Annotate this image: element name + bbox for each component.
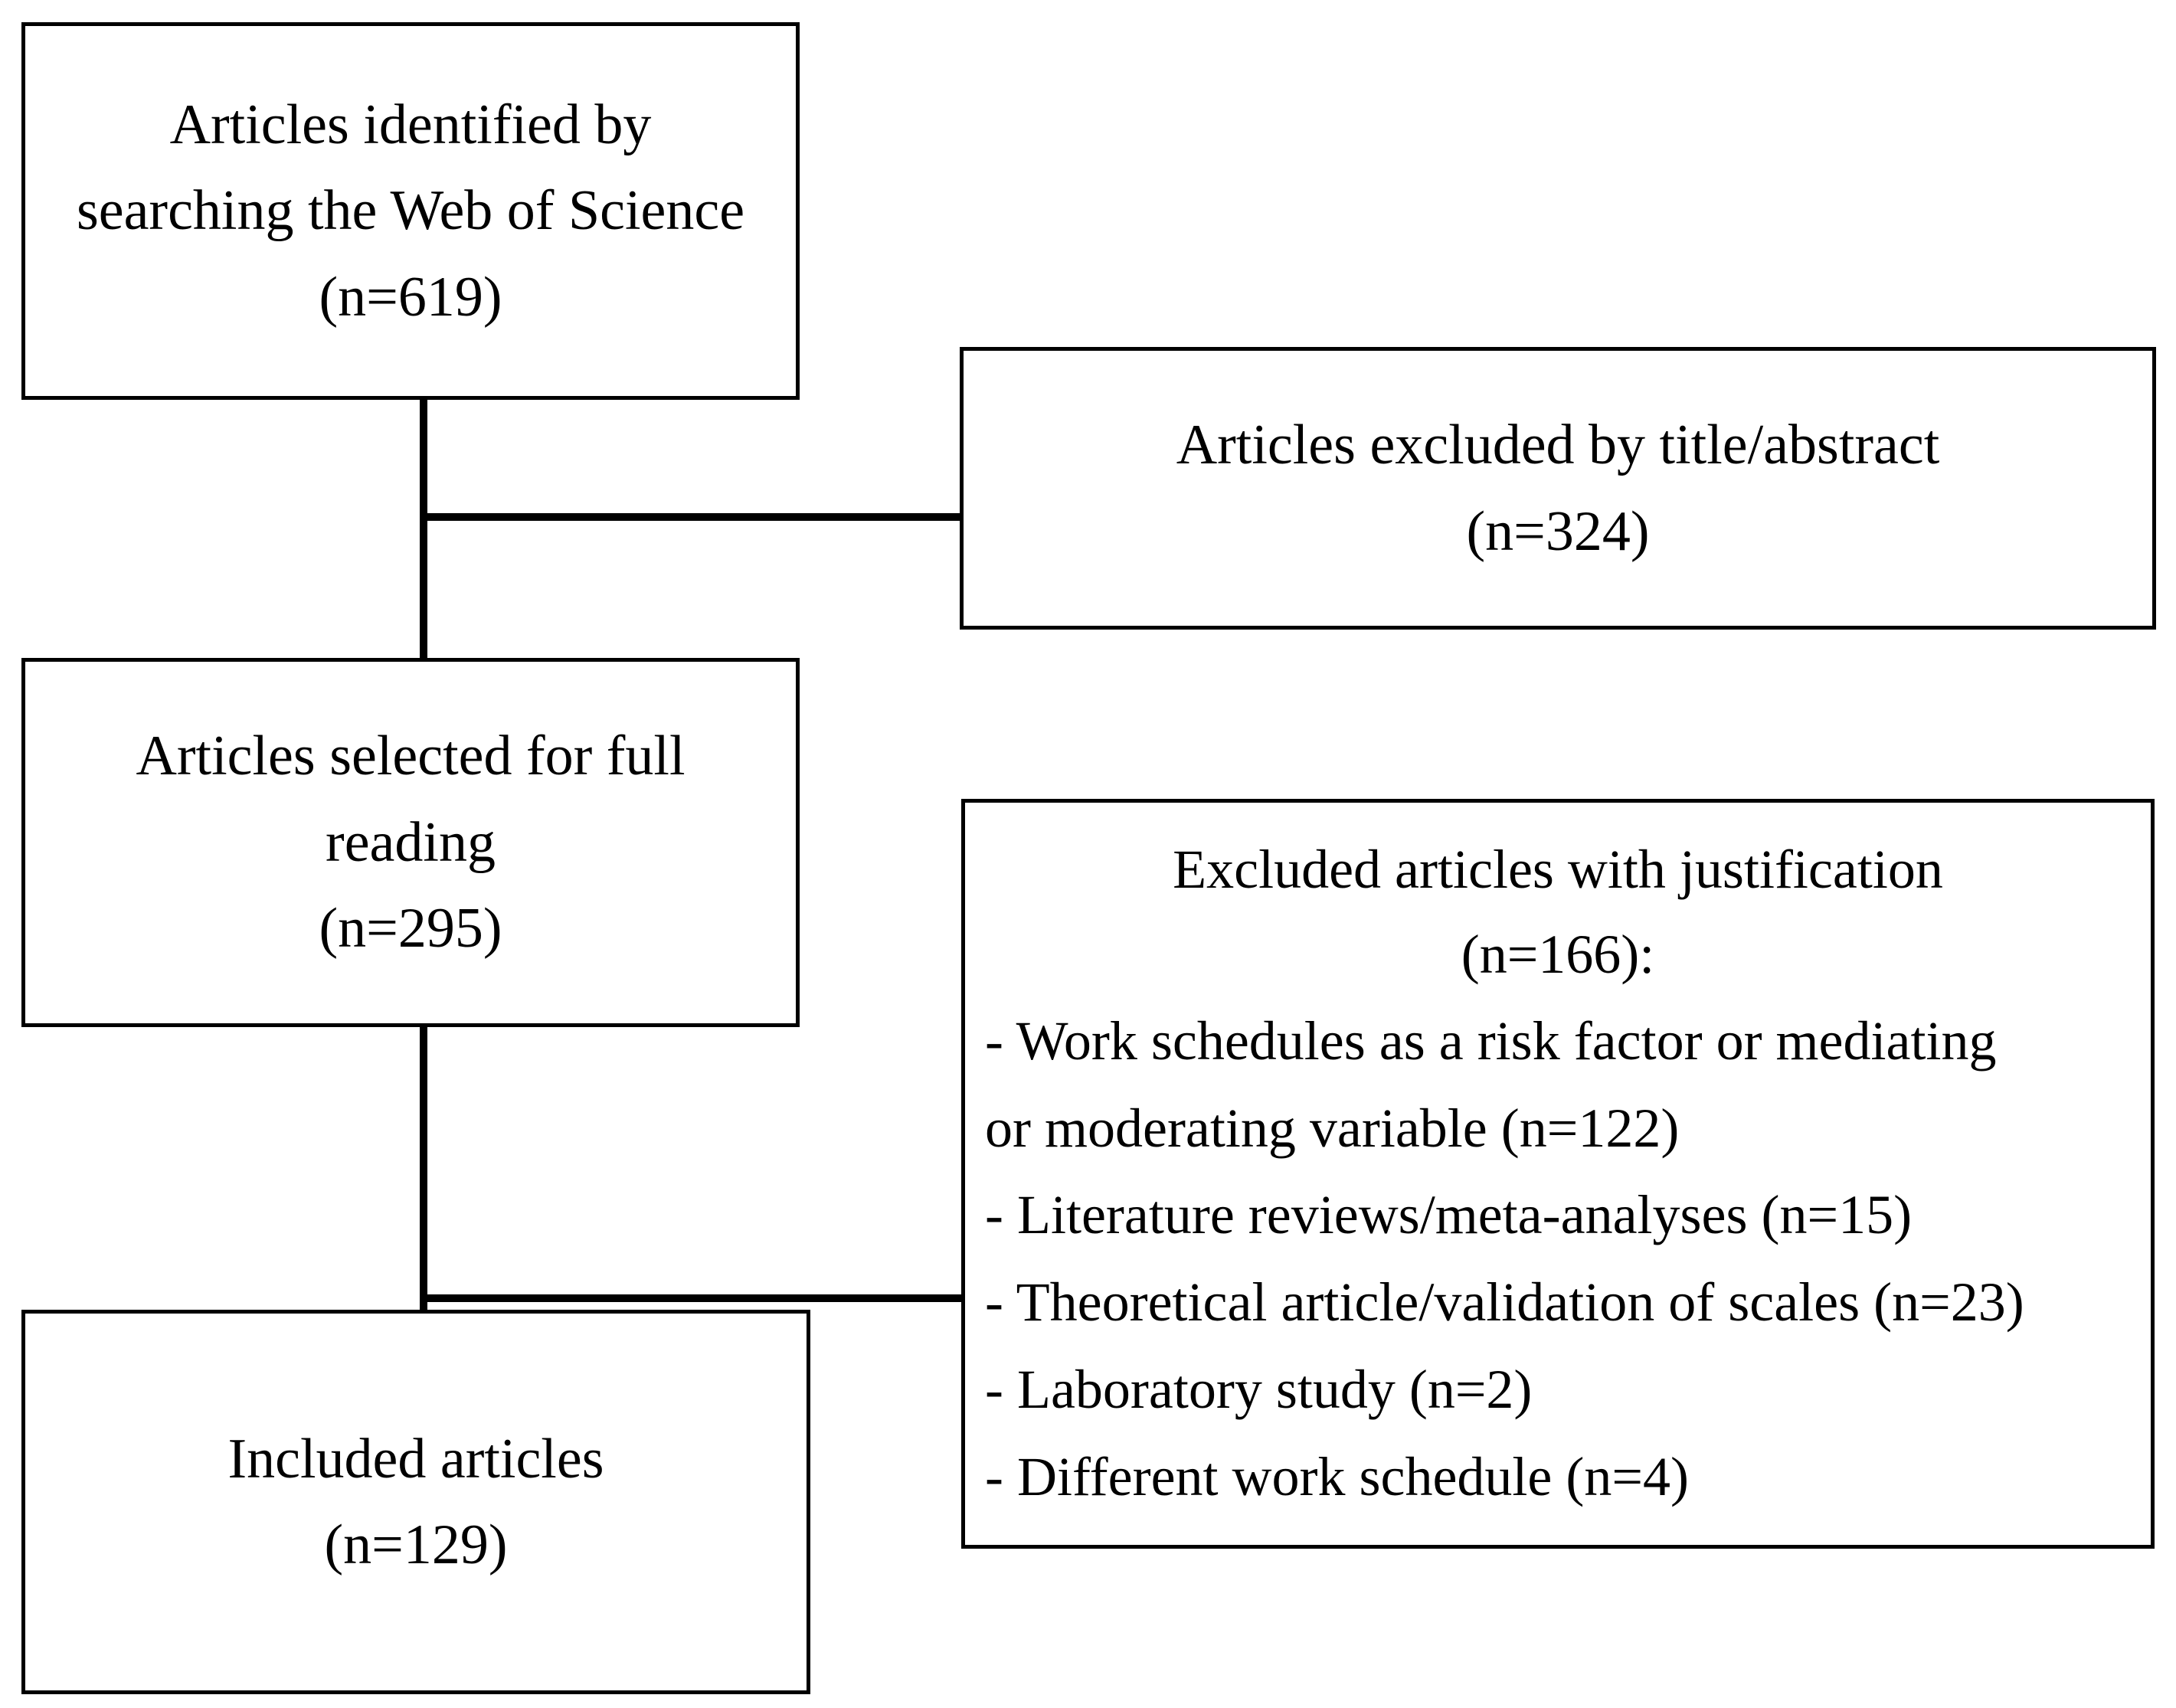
node-articles-selected-full-reading: Articles selected for full reading (n=29…	[21, 658, 800, 1027]
excluded-reason-item-1-wrap: or moderating variable (n=122)	[985, 1097, 1680, 1159]
node-excluded-title-abstract-count: (n=324)	[1466, 499, 1650, 563]
node-articles-selected-line-2: reading	[326, 810, 496, 874]
excluded-reason-item-1: - Work schedules as a risk factor or med…	[985, 1009, 1997, 1072]
node-articles-identified-line-2: searching the Web of Science	[76, 179, 745, 243]
node-articles-selected-count: (n=295)	[319, 897, 502, 960]
node-included-articles-count: (n=129)	[324, 1513, 508, 1576]
node-articles-identified: Articles identified by searching the Web…	[21, 22, 800, 400]
node-articles-selected-line-1: Articles selected for full	[136, 725, 686, 788]
node-articles-excluded-title-abstract: Articles excluded by title/abstract (n=3…	[960, 347, 2156, 630]
connector-identified-to-selected	[420, 396, 427, 662]
excluded-justification-count: (n=166):	[1461, 924, 1655, 986]
excluded-justification-heading: Excluded articles with justification	[1173, 838, 1943, 900]
node-excluded-title-abstract-line-1: Articles excluded by title/abstract	[1176, 414, 1940, 477]
excluded-reason-item-5: - Different work schedule (n=4)	[985, 1445, 1689, 1507]
excluded-reason-item-4: - Laboratory study (n=2)	[985, 1358, 1533, 1420]
node-included-articles-line-1: Included articles	[227, 1427, 604, 1490]
node-articles-identified-line-1: Articles identified by	[169, 93, 652, 156]
excluded-reason-item-2: - Literature reviews/meta-analyses (n=15…	[985, 1184, 1913, 1246]
connector-to-excluded-with-justification	[420, 1294, 967, 1302]
node-articles-identified-count: (n=619)	[319, 265, 502, 329]
node-included-articles: Included articles (n=129)	[21, 1310, 810, 1694]
excluded-reason-item-3: - Theoretical article/validation of scal…	[985, 1271, 2024, 1333]
connector-selected-to-included	[420, 1023, 427, 1314]
node-excluded-articles-with-justification: Excluded articles with justification (n=…	[961, 799, 2155, 1549]
connector-to-excluded-title-abstract	[420, 513, 965, 521]
